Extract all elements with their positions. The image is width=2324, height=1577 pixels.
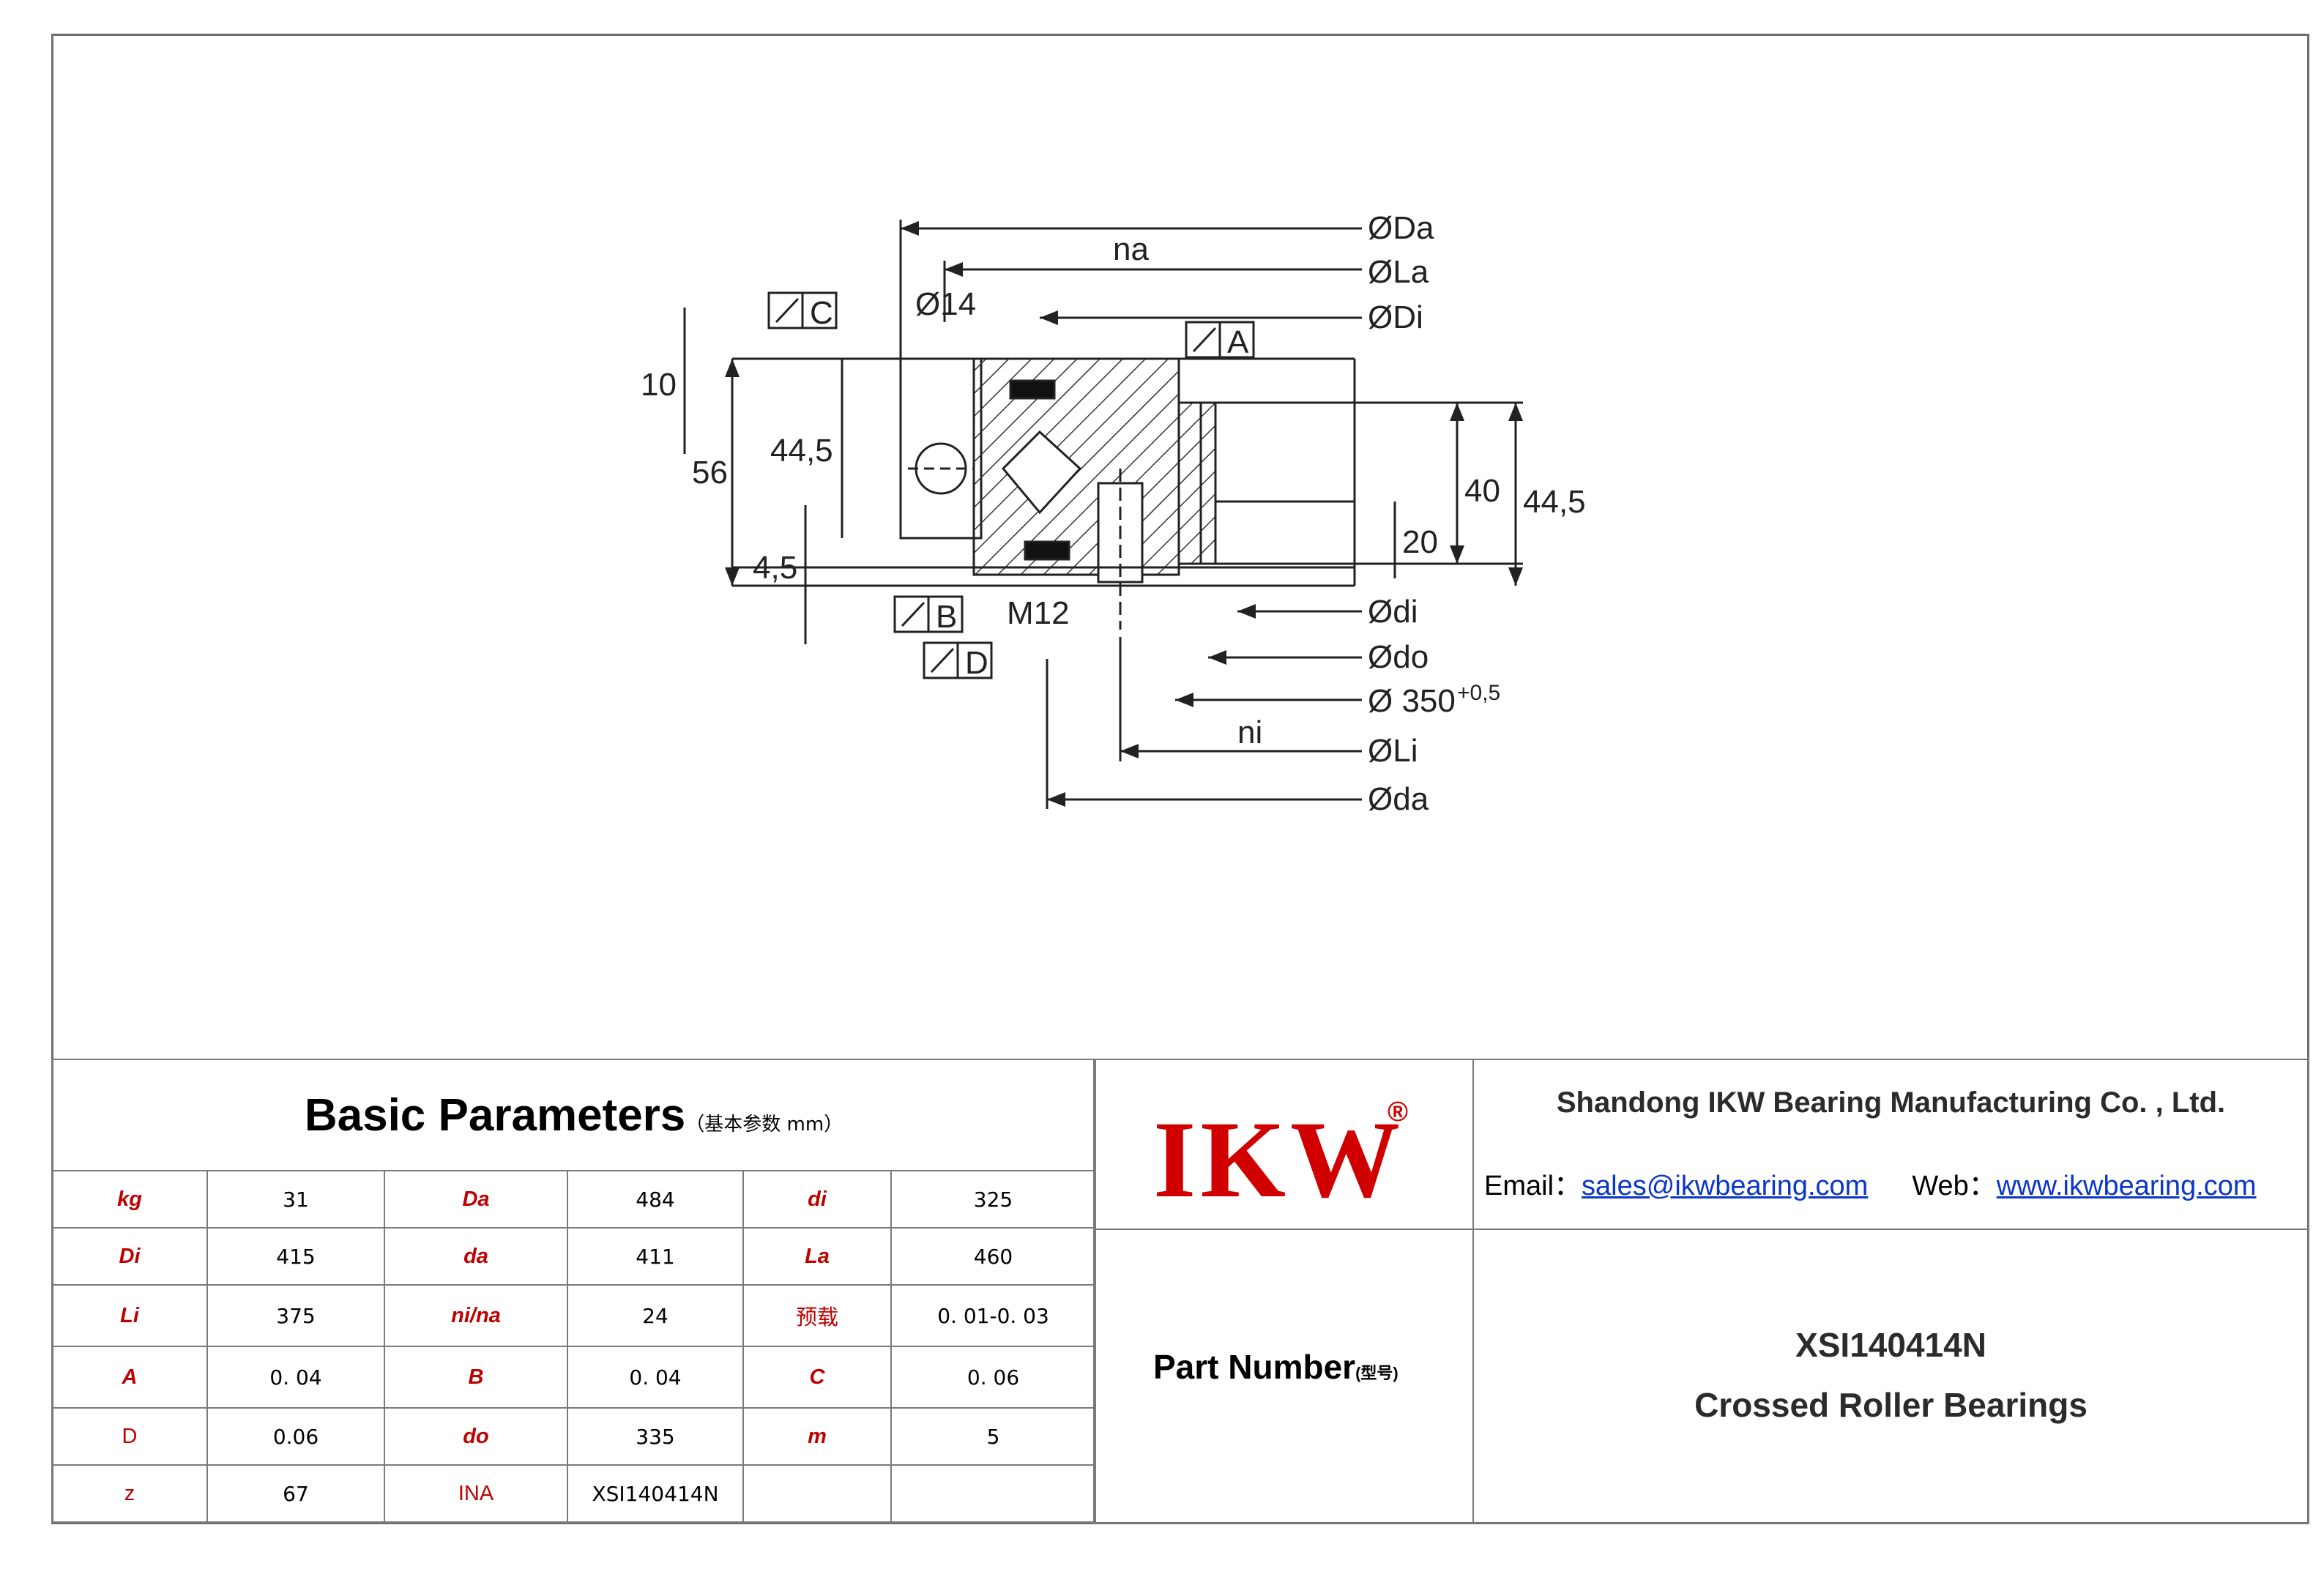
web-label: Web： — [1912, 1171, 1997, 1201]
params-subtitle: （基本参数 mm） — [685, 1113, 843, 1136]
dim-56: 56 — [692, 455, 728, 491]
dim-40: 40 — [1464, 473, 1500, 509]
param-label: m — [742, 1407, 892, 1466]
email-link[interactable]: sales@ikwbearing.com — [1582, 1171, 1869, 1201]
param-value: 375 — [206, 1284, 385, 1347]
param-label: C — [742, 1346, 892, 1409]
part-number-label-cn: (型号) — [1355, 1364, 1399, 1382]
param-value: 24 — [567, 1284, 744, 1347]
param-value: 484 — [567, 1170, 744, 1229]
table-row: kg 31 Da 484 di 325 — [51, 1170, 1097, 1229]
param-label: di — [742, 1170, 892, 1229]
dim-Da: ØDa — [1368, 210, 1434, 246]
part-number-label-cell: Part Number(型号) — [1093, 1229, 1474, 1524]
param-label-preload: 预载 — [742, 1284, 892, 1347]
param-label: La — [742, 1227, 892, 1286]
dim-di: Ødi — [1368, 594, 1418, 630]
param-label: B — [384, 1346, 568, 1409]
param-value: 415 — [206, 1227, 385, 1286]
params-header: Basic Parameters（基本参数 mm） — [51, 1059, 1097, 1171]
param-value — [890, 1464, 1097, 1523]
title-block: Basic Parameters（基本参数 mm） kg 31 Da 484 d… — [51, 1059, 2309, 1524]
dim-do: Ødo — [1368, 639, 1429, 675]
param-value: 335 — [567, 1407, 744, 1466]
part-number-label: Part Number(型号) — [1153, 1348, 1399, 1386]
dim-Li: ØLi — [1368, 733, 1418, 769]
param-label: Di — [51, 1227, 208, 1286]
tolerance-A: A — [1227, 324, 1249, 360]
param-value: 411 — [567, 1227, 744, 1286]
ikw-logo: IKW — [1153, 1099, 1405, 1220]
param-label: A — [51, 1346, 208, 1409]
param-label: D — [51, 1407, 208, 1466]
param-value: 0. 04 — [206, 1346, 385, 1409]
param-value: XSI140414N — [567, 1464, 744, 1523]
tolerance-C: C — [810, 295, 833, 331]
param-value: 0. 06 — [890, 1346, 1097, 1409]
registered-mark: ® — [1388, 1097, 1408, 1127]
technical-drawing: ØDa ØLa ØDi Ødi Ødo Ø 350 +0,5 ØLi Øda n… — [641, 210, 1586, 817]
params-title: Basic Parameters — [304, 1089, 686, 1141]
dim-hole-14: Ø14 — [915, 286, 976, 322]
param-label: ni/na — [384, 1284, 568, 1347]
dim-da: Øda — [1368, 781, 1429, 817]
param-label: kg — [51, 1170, 208, 1229]
model-cell: XSI140414N Crossed Roller Bearings — [1472, 1229, 2309, 1524]
company-name: Shandong IKW Bearing Manufacturing Co. ,… — [1556, 1086, 2226, 1119]
tolerance-D: D — [965, 645, 988, 681]
param-label — [742, 1464, 892, 1523]
table-row: z 67 INA XSI140414N — [51, 1464, 1097, 1523]
param-value: 5 — [890, 1407, 1097, 1466]
dim-350: Ø 350 — [1368, 683, 1456, 719]
dim-20: 20 — [1402, 524, 1438, 560]
dim-44-5-right: 44,5 — [1523, 484, 1586, 520]
dim-350-tolerance: +0,5 — [1457, 681, 1500, 705]
param-label: z — [51, 1464, 208, 1523]
param-label: do — [384, 1407, 568, 1466]
table-row: Di 415 da 411 La 460 — [51, 1227, 1097, 1286]
dim-Di: ØDi — [1368, 299, 1423, 335]
part-model: XSI140414N — [1795, 1326, 1986, 1364]
param-value: 0. 04 — [567, 1346, 744, 1409]
table-row: A 0. 04 B 0. 04 C 0. 06 — [51, 1346, 1097, 1409]
param-label: da — [384, 1227, 568, 1286]
param-value: 0.06 — [206, 1407, 385, 1466]
param-value: 67 — [206, 1464, 385, 1523]
dim-thread-m12: M12 — [1007, 595, 1070, 631]
contact-line: Email：sales@ikwbearing.com Web：www.ikwbea… — [1484, 1163, 2257, 1203]
param-value: 325 — [890, 1170, 1097, 1229]
dim-10: 10 — [641, 367, 677, 403]
table-row: D 0.06 do 335 m 5 — [51, 1407, 1097, 1466]
logo-cell: IKW ® — [1093, 1059, 1474, 1230]
basic-parameters-table: Basic Parameters（基本参数 mm） kg 31 Da 484 d… — [51, 1059, 1097, 1523]
param-label: Li — [51, 1284, 208, 1347]
part-type: Crossed Roller Bearings — [1694, 1386, 2087, 1424]
param-label: Da — [384, 1170, 568, 1229]
bearing-cross-section: ØDa ØLa ØDi Ødi Ødo Ø 350 +0,5 ØLi Øda n… — [641, 210, 1586, 817]
param-label: INA — [384, 1464, 568, 1523]
dim-ni: ni — [1237, 715, 1262, 750]
dim-4-5: 4,5 — [753, 550, 797, 586]
company-cell: Shandong IKW Bearing Manufacturing Co. ,… — [1472, 1059, 2309, 1230]
dim-44-5-left: 44,5 — [770, 433, 833, 469]
param-value: 31 — [206, 1170, 385, 1229]
dim-na: na — [1113, 231, 1149, 267]
website-link[interactable]: www.ikwbearing.com — [1996, 1171, 2257, 1201]
param-value: 0. 01-0. 03 — [890, 1284, 1097, 1347]
email-label: Email： — [1484, 1171, 1582, 1201]
tolerance-B: B — [936, 599, 957, 635]
param-value: 460 — [890, 1227, 1097, 1286]
table-row: Li 375 ni/na 24 预载 0. 01-0. 03 — [51, 1284, 1097, 1347]
dim-La: ØLa — [1368, 254, 1429, 290]
